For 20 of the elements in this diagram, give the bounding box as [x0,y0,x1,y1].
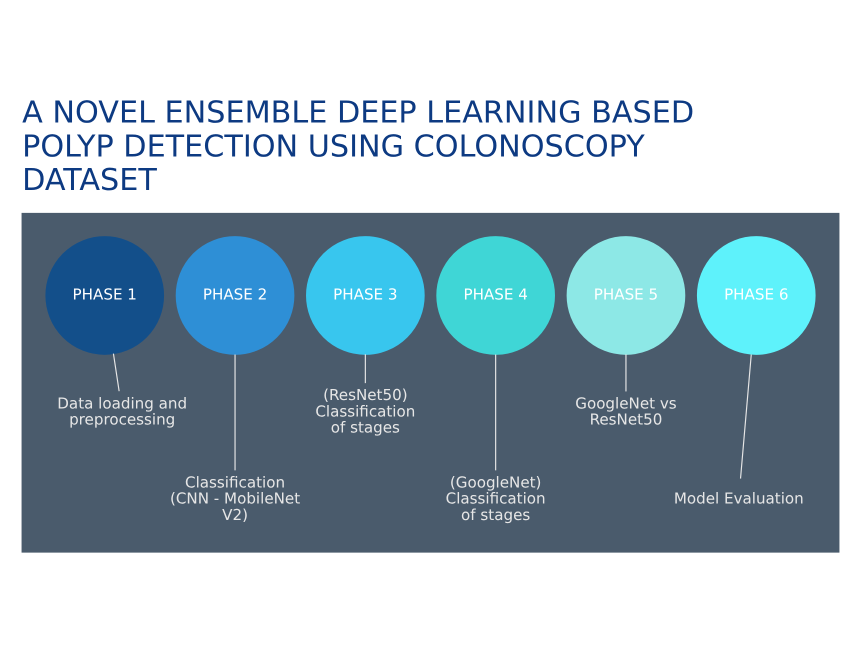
node-text: Model Evaluation [674,489,804,508]
node-circle: PHASE 6 [696,236,816,354]
connector [234,354,236,470]
diagram-title: A NOVEL ENSEMBLE DEEP LEARNING BASED POLYP DETECTION USING COLONOSCOPY DATASET [22,95,694,198]
node-text: GoogleNet vs ResNet50 [575,394,677,428]
connector [112,353,120,391]
node-circle: PHASE 4 [436,236,555,354]
connector [740,354,752,478]
node-circle: PHASE 5 [566,236,686,354]
node-text: Classification (CNN - MobileNet V2) [170,472,300,524]
node-circle: PHASE 3 [306,236,425,354]
connector [364,354,366,383]
node-text: (GoogleNet) Classification of stages [446,472,546,524]
node-circle: PHASE 1 [45,236,164,354]
node-text: (ResNet50) Classification of stages [315,386,416,436]
node-text: Data loading and preprocessing [57,394,188,428]
connector [495,354,496,470]
cluster [22,212,840,552]
connector [625,354,627,391]
node-circle: PHASE 2 [176,236,294,354]
